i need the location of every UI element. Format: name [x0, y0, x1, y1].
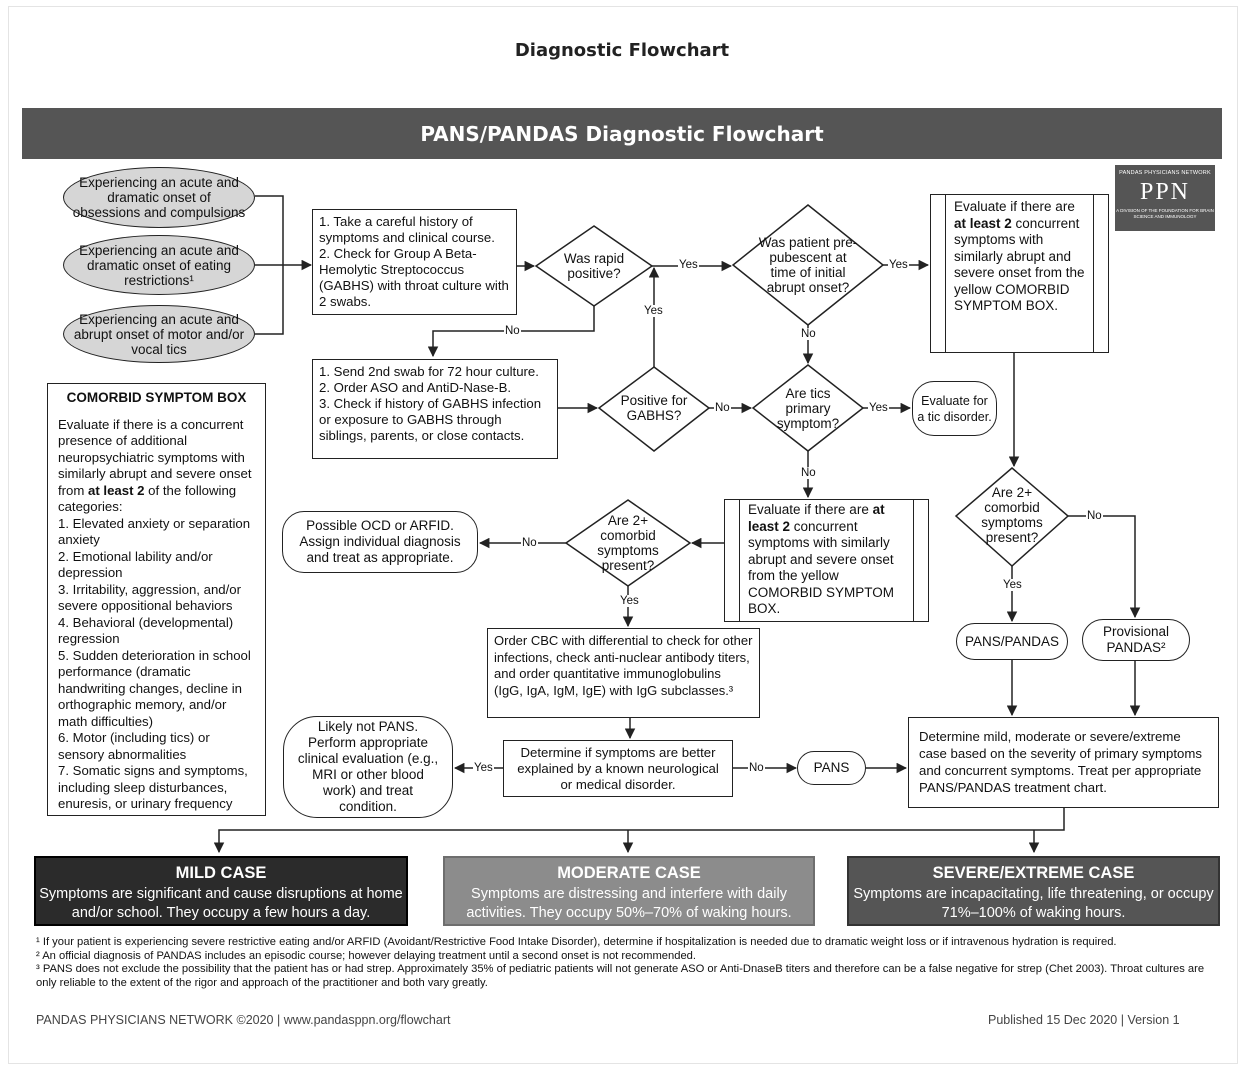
- case-title: MILD CASE: [175, 864, 267, 882]
- likely-not-pans-box: Likely not PANS. Perform appropriate cli…: [283, 716, 453, 818]
- footer-credit: PANDAS PHYSICIANS NETWORK ©2020 | www.pa…: [36, 1013, 451, 1027]
- ppn-logo: PANDAS PHYSICIANS NETWORK PPN A DIVISION…: [1115, 165, 1215, 231]
- comorbid-item: 7. Somatic signs and symptoms, including…: [58, 763, 248, 811]
- onset-oval-tics: Experiencing an acute and abrupt onset o…: [63, 305, 255, 363]
- pans-pandas-box: PANS/PANDAS: [956, 623, 1068, 660]
- label-yes-rapid: Yes: [678, 259, 699, 271]
- diamond-positive-gabhs: [597, 366, 711, 452]
- label-no-rapid: No: [504, 325, 521, 337]
- footnotes: ¹ If your patient is experiencing severe…: [36, 936, 1216, 990]
- comorbid-symptom-box: COMORBID SYMPTOM BOX Evaluate if there i…: [47, 383, 266, 816]
- flowchart-banner: PANS/PANDAS Diagnostic Flowchart: [22, 108, 1222, 159]
- decision-positive-gabhs: Positive for GABHS?: [620, 393, 688, 423]
- comorbid-heading: COMORBID SYMPTOM BOX: [66, 390, 247, 405]
- case-title: SEVERE/EXTREME CASE: [932, 864, 1135, 882]
- footnote: ¹ If your patient is experiencing severe…: [36, 936, 1117, 948]
- case-description: Symptoms are significant and cause disru…: [39, 886, 403, 921]
- case-severe: SEVERE/EXTREME CASE Symptoms are incapac…: [847, 856, 1220, 926]
- label-yes-comorbid-right: Yes: [1002, 579, 1023, 591]
- label-yes-gabhs: Yes: [643, 305, 664, 317]
- label-no-comorbid-right: No: [1086, 510, 1103, 522]
- determine-severity-box: Determine mild, moderate or severe/extre…: [908, 717, 1219, 808]
- possible-ocd-box: Possible OCD or ARFID. Assign individual…: [282, 511, 478, 573]
- logo-top-text: PANDAS PHYSICIANS NETWORK: [1119, 170, 1211, 176]
- label-no-tics: No: [800, 467, 817, 479]
- evaluate-mid-box: Evaluate if there are at least 2 concurr…: [724, 499, 929, 622]
- comorbid-item: 2. Emotional lability and/or depression: [58, 548, 213, 581]
- case-title: MODERATE CASE: [557, 864, 701, 882]
- label-yes-prepubescent: Yes: [888, 259, 909, 271]
- evaluate-top-box: Evaluate if there are at least 2 concurr…: [930, 194, 1109, 353]
- provisional-pandas-box: Provisional PANDAS²: [1082, 619, 1190, 661]
- label-no-determine: No: [748, 762, 765, 774]
- tic-disorder-box: Evaluate for a tic disorder.: [912, 381, 997, 436]
- footnote: ² An official diagnosis of PANDAS includ…: [36, 949, 697, 962]
- decision-comorbid-right: Are 2+ comorbid symptoms present?: [981, 485, 1043, 545]
- label-no-prepubescent: No: [800, 328, 817, 340]
- decision-comorbid-left: Are 2+ comorbid symptoms present?: [597, 513, 659, 573]
- determine-neuro-box: Determine if symptoms are better explain…: [503, 740, 733, 797]
- logo-mark: PPN: [1139, 179, 1191, 205]
- comorbid-intro: Evaluate if there is a concurrent presen…: [58, 416, 252, 515]
- case-description: Symptoms are distressing and interfere w…: [466, 886, 792, 921]
- comorbid-item: 4. Behavioral (developmental) regression: [58, 614, 234, 647]
- footnote: ³ PANS does not exclude the possibility …: [36, 963, 1205, 989]
- label-no-gabhs: No: [714, 402, 731, 414]
- step2-box: 1. Send 2nd swab for 72 hour culture. 2.…: [312, 359, 558, 459]
- decision-tics-primary: Are tics primary symptom?: [776, 385, 840, 431]
- case-mild: MILD CASE Symptoms are significant and c…: [34, 856, 408, 926]
- order-cbc-box: Order CBC with differential to check for…: [487, 628, 760, 718]
- comorbid-item: 6. Motor (including tics) or sensory abn…: [58, 730, 210, 762]
- onset-oval-ocd: Experiencing an acute and dramatic onset…: [63, 167, 255, 228]
- banner-title: PANS/PANDAS Diagnostic Flowchart: [420, 121, 824, 146]
- comorbid-item: 3. Irritability, aggression, and/or seve…: [58, 581, 242, 614]
- decision-rapid-positive: Was rapid positive?: [563, 251, 625, 281]
- comorbid-item: 1. Elevated anxiety or separation anxiet…: [58, 515, 251, 548]
- label-yes-determine: Yes: [473, 762, 494, 774]
- onset-oval-eating: Experiencing an acute and dramatic onset…: [63, 235, 255, 295]
- case-moderate: MODERATE CASE Symptoms are distressing a…: [443, 856, 815, 926]
- footer-published: Published 15 Dec 2020 | Version 1: [988, 1013, 1180, 1027]
- label-no-comorbid-left: No: [521, 537, 538, 549]
- logo-bottom-text: A DIVISION OF THE FOUNDATION FOR BRAIN S…: [1116, 208, 1214, 219]
- step1-box: 1. Take a careful history of symptoms an…: [312, 209, 517, 315]
- label-yes-tics: Yes: [868, 402, 889, 414]
- pans-box: PANS: [797, 751, 866, 785]
- page-title: Diagnostic Flowchart: [514, 40, 730, 61]
- label-yes-comorbid-left: Yes: [619, 595, 640, 607]
- comorbid-item: 5. Sudden deterioration in school perfor…: [58, 647, 251, 729]
- case-description: Symptoms are incapacitating, life threat…: [853, 886, 1214, 921]
- decision-prepubescent: Was patient pre-pubescent at time of ini…: [758, 235, 858, 295]
